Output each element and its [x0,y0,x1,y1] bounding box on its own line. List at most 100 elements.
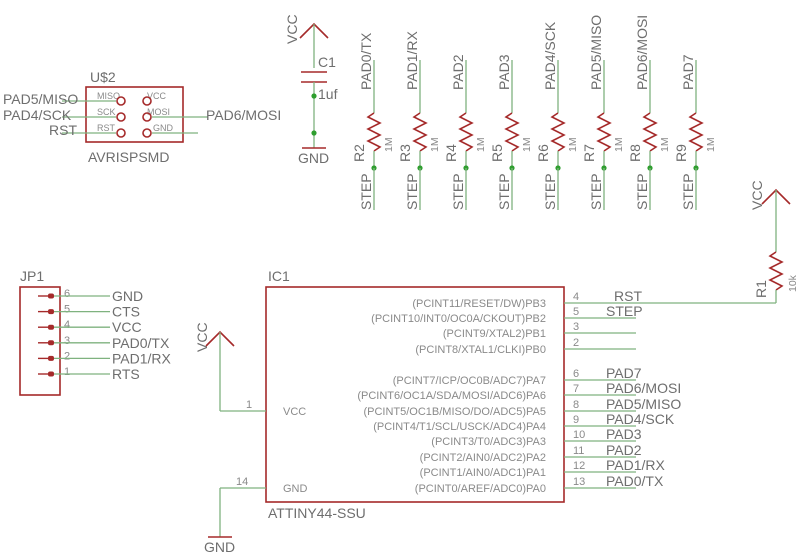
jp1-pin-6: 6 GND [38,288,143,304]
resistor-name: R6 [535,144,551,162]
resistor-zigzag-icon [688,112,704,152]
ic1-gnd-num: 14 [236,476,248,488]
ic1-pin-3: (PCINT9/XTAL2)PB1 3 [443,321,636,340]
ic1-pin-num: 4 [573,291,579,303]
resistor-value: 1M [429,137,441,152]
ic1-pin-net: PAD6/MOSI [606,380,681,396]
ic1-pin-num: 11 [573,445,584,457]
resistor-net-label: PAD5/MISO [588,15,604,90]
r1-value: 10k [787,274,799,292]
isp-part: AVRISPSMD [88,149,169,165]
c1-name: C1 [318,54,336,70]
ic1-pin-net: PAD7 [606,365,642,381]
c1-value: 1uf [318,86,338,102]
jp1-pin-num: 5 [64,304,70,316]
ic1-pin-num: 2 [573,337,579,349]
resistor-step-label: STEP [358,173,374,210]
ic1-pin-net: PAD2 [606,442,642,458]
ic1-pin-label: (PCINT2/AIN0/ADC2)PA2 [420,452,546,464]
ic1-pin-num: 5 [573,306,579,318]
jp1-pin-4: 4 VCC [38,319,142,335]
jp1-pin-num: 4 [64,319,70,331]
junction-dot [311,93,317,99]
ic1-pin-label: (PCINT1/AIN0/ADC1)PA1 [420,467,546,479]
resistor-r6: PAD4/SCK R6 1M STEP [535,21,579,210]
resistor-net-label: PAD4/SCK [542,21,558,90]
isp-pin-mosi: MOSI [147,107,170,117]
ic1-vcc-num: 1 [246,399,252,411]
ic1-pin-num: 13 [573,476,585,488]
resistor-step-label: STEP [496,173,512,210]
isp-body [85,86,184,143]
ic1-part: ATTINY44-SSU [268,505,366,521]
ic1-pin-label: (PCINT10/INT0/OC0A/CKOUT)PB2 [371,313,546,325]
jp1-pin-net: VCC [112,319,142,335]
resistor-zigzag-icon [768,251,784,291]
ic1-pin-net: PAD1/RX [606,457,666,473]
resistor-name: R3 [397,144,413,162]
resistor-value: 1M [705,137,717,152]
jp1-pin-num: 6 [64,288,70,300]
ic1-name: IC1 [268,268,290,284]
resistor-zigzag-icon [412,112,428,152]
resistor-value: 1M [659,137,671,152]
ic1-pin-net: STEP [606,303,643,319]
resistor-name: R7 [581,144,597,162]
resistor-zigzag-icon [550,112,566,152]
ic1-pin-label: (PCINT9/XTAL2)PB1 [443,328,546,340]
ic1-gnd-net: GND [204,539,235,555]
resistor-step-label: STEP [542,173,558,210]
ic1-pin-label: (PCINT6/OC1A/SDA/MOSI/ADC6)PA6 [357,390,546,402]
jp1-pin-net: CTS [112,304,140,320]
resistor-zigzag-icon [504,112,520,152]
ic1-pin-num: 6 [573,368,579,380]
ic1-pin-5: (PCINT10/INT0/OC0A/CKOUT)PB2 5 STEP [371,303,642,325]
isp-net-sck: PAD4/SCK [3,107,72,123]
ic1-pin-net: PAD0/TX [606,473,664,489]
isp-pin-gnd: GND [153,123,174,133]
resistor-net-label: PAD1/RX [404,30,420,90]
ic1-pin-label: (PCINT3/T0/ADC3)PA3 [431,436,546,448]
isp-pin-miso: MISO [97,91,120,101]
jp1-pin-num: 2 [64,350,70,362]
jp1-pin-pad [48,293,54,299]
ic1-pin-label: (PCINT8/XTAL1/CLKI)PB0 [415,344,546,356]
ic1-pin-2: (PCINT8/XTAL1/CLKI)PB0 2 [415,337,636,356]
resistor-net-label: PAD7 [680,54,696,90]
resistor-value: 1M [613,137,625,152]
resistor-zigzag-icon [366,112,382,152]
ic1-pin-num: 8 [573,399,579,411]
ic1-pin-label: (PCINT11/RESET/DW)PB3 [412,298,546,310]
ic1-vcc-pin: VCC [283,406,306,418]
jp1-pin-net: RTS [112,366,140,382]
jp1-pin-pad [48,309,54,315]
jp1-pin-net: GND [112,288,143,304]
isp-pin-rst: RST [97,123,116,133]
ic1-pin-net: PAD4/SCK [606,411,675,427]
resistor-step-label: STEP [680,173,696,210]
ic1-pin-label: (PCINT5/OC1B/MISO/DO/ADC5)PA5 [363,406,546,418]
resistor-net-label: PAD0/TX [358,32,374,90]
junction-dot [311,130,317,136]
isp-pin-vcc: VCC [147,91,167,101]
resistor-zigzag-icon [458,112,474,152]
isp-pin-pads [116,96,152,138]
resistor-value: 1M [567,137,579,152]
resistor-name: R9 [673,144,689,162]
resistor-zigzag-icon [642,112,658,152]
resistor-name: R4 [443,144,459,162]
ic1-pin-net: PAD5/MISO [606,396,681,412]
resistor-step-label: STEP [450,173,466,210]
ic1-pin-num: 3 [573,321,579,333]
